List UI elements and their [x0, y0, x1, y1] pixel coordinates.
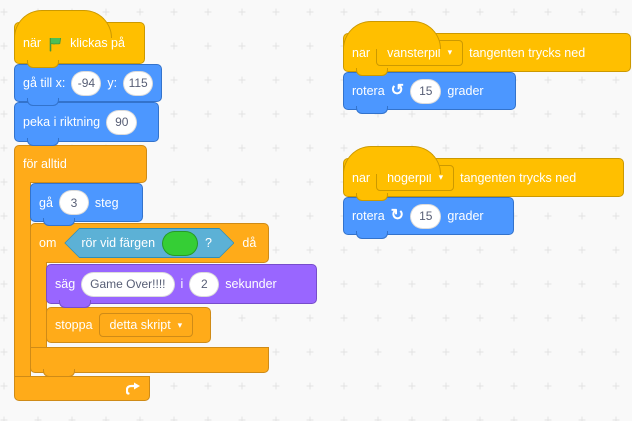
say-message-input[interactable]: Game Over!!!!	[81, 271, 175, 297]
block-if-bottom[interactable]	[30, 347, 269, 377]
rotate-label: rotera	[352, 209, 385, 223]
block-tab	[27, 138, 59, 146]
block-tab	[356, 68, 388, 76]
dropdown-arrow-icon: ▾	[447, 47, 453, 57]
block-tab	[27, 98, 59, 106]
green-flag-icon	[49, 35, 62, 51]
then-label: då	[242, 236, 257, 250]
dropdown-arrow-icon: ▾	[438, 172, 444, 182]
block-turn-ccw[interactable]: rotera ↺ 15 grader	[343, 72, 516, 114]
move-suffix-label: steg	[94, 195, 119, 210]
block-say-for-seconds[interactable]: säg Game Over!!!! i 2 sekunder	[46, 264, 317, 308]
rotate-cw-icon: ↻	[390, 207, 405, 224]
hexagon-fill	[65, 229, 233, 257]
when-key-label-pre: när	[352, 45, 371, 60]
when-key-label-pre: när	[352, 170, 371, 185]
stop-option-dropdown[interactable]: detta skript ▾	[98, 313, 194, 337]
key-dropdown-value: vänsterpil	[387, 45, 441, 60]
key-dropdown-value: högerpil	[387, 170, 432, 185]
if-label: om	[39, 236, 57, 250]
touching-color-label: rör vid färgen	[81, 236, 156, 250]
block-tab	[43, 369, 75, 377]
say-mid-label: i	[180, 277, 184, 291]
dropdown-arrow-icon: ▾	[177, 319, 183, 330]
when-flag-label-pre: när	[23, 36, 42, 50]
block-turn-cw[interactable]: rotera ↻ 15 grader	[343, 197, 514, 239]
block-when-flag-clicked[interactable]: när klickas på	[14, 10, 145, 68]
when-key-label-post: tangenten trycks ned	[469, 45, 586, 60]
block-tab	[43, 218, 75, 226]
goto-y-label: y:	[107, 76, 118, 90]
block-forever-bottom[interactable]	[14, 376, 150, 401]
key-dropdown[interactable]: vänsterpil ▾	[376, 39, 464, 66]
degrees-input[interactable]: 15	[410, 78, 442, 104]
block-when-key-pressed-vansterpil[interactable]: när vänsterpil ▾ tangenten trycks ned	[343, 21, 631, 76]
touching-color-question: ?	[205, 236, 212, 250]
block-tab	[356, 231, 388, 239]
say-suffix-label: sekunder	[225, 277, 277, 291]
point-direction-label: peka i riktning	[23, 115, 101, 129]
goto-label: gå till x:	[23, 76, 66, 90]
block-tab	[59, 300, 91, 308]
block-when-key-pressed-hogerpil[interactable]: när högerpil ▾ tangenten trycks ned	[343, 146, 624, 201]
block-if-then[interactable]: om rör vid färgen ? då	[30, 223, 269, 263]
steps-input[interactable]: 3	[58, 190, 89, 215]
block-forever-arm[interactable]	[14, 182, 31, 377]
color-swatch-input[interactable]	[162, 231, 198, 256]
block-move-steps[interactable]: gå 3 steg	[30, 183, 143, 226]
move-label: gå	[39, 195, 53, 210]
block-tab	[27, 60, 59, 68]
block-goto-xy[interactable]: gå till x: -94 y: 115	[14, 64, 162, 106]
rotate-suffix-label: grader	[447, 84, 484, 98]
say-label: säg	[55, 277, 76, 291]
stop-option-value: detta skript	[109, 318, 171, 332]
block-tab	[356, 106, 388, 114]
block-forever[interactable]: för alltid	[14, 145, 147, 183]
direction-input[interactable]: 90	[106, 109, 138, 135]
stop-label: stoppa	[55, 318, 93, 332]
block-stop[interactable]: stoppa detta skript ▾	[46, 307, 211, 343]
block-tab	[356, 193, 388, 201]
rotate-ccw-icon: ↺	[390, 82, 405, 99]
when-flag-label-post: klickas på	[70, 36, 125, 50]
block-if-arm[interactable]	[30, 262, 47, 348]
goto-x-input[interactable]: -94	[71, 70, 102, 96]
rotate-label: rotera	[352, 84, 385, 98]
say-seconds-input[interactable]: 2	[189, 271, 220, 297]
rotate-suffix-label: grader	[447, 209, 484, 223]
forever-label: för alltid	[23, 157, 67, 171]
loop-arrow-icon	[126, 382, 140, 395]
when-key-label-post: tangenten trycks ned	[460, 170, 577, 185]
degrees-input[interactable]: 15	[410, 203, 442, 229]
block-touching-color[interactable]: rör vid färgen ?	[64, 228, 234, 258]
goto-y-input[interactable]: 115	[123, 70, 154, 96]
key-dropdown[interactable]: högerpil ▾	[376, 164, 455, 191]
block-point-in-direction[interactable]: peka i riktning 90	[14, 102, 159, 146]
